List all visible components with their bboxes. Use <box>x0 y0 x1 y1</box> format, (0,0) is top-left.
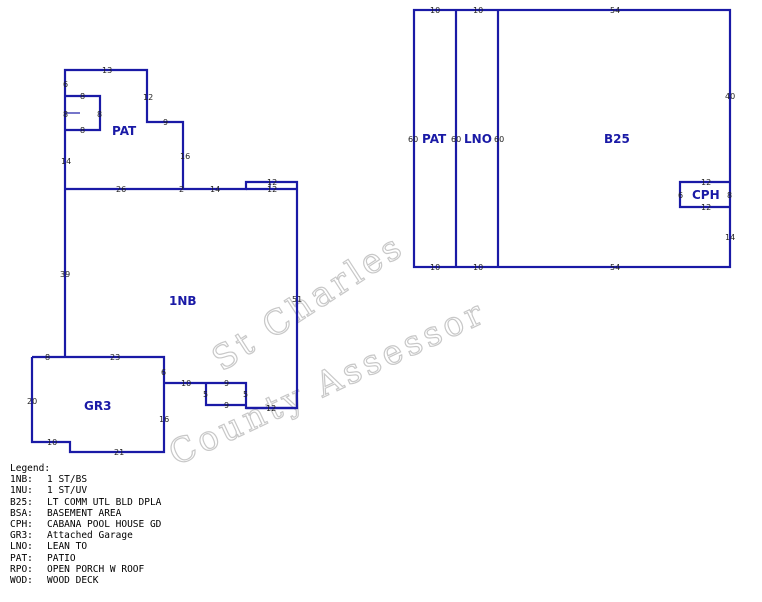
dim-label: 16 <box>180 152 190 161</box>
dim-label: 12 <box>267 178 277 187</box>
dim-label: 8 <box>80 92 85 101</box>
legend-code: LNO: <box>10 541 33 553</box>
gr3-outline <box>30 355 166 454</box>
legend-item: WOD: WOOD DECK <box>10 575 161 586</box>
dim-label: 6 <box>678 191 683 200</box>
legend-title: Legend: <box>10 463 51 474</box>
dim-label: 2 <box>179 185 184 194</box>
dim-label: 14 <box>210 185 220 194</box>
legend-code: B25: <box>10 496 33 508</box>
area-label-b25: B25 <box>604 132 630 146</box>
legend: Legend: 1NB: 1 ST/BS 1NU: 1 ST/UV B25: LT COM… <box>10 463 161 586</box>
dim-label: 8 <box>97 110 102 119</box>
legend-item: 1NB: 1 ST/BS <box>10 474 161 485</box>
area-label-pat-right: PAT <box>422 132 447 146</box>
legend-description: BASEMENT AREA <box>47 507 122 519</box>
dim-label: 16 <box>159 415 169 424</box>
dim-label: 20 <box>27 397 37 406</box>
dim-label: 12 <box>701 203 711 212</box>
legend-code: WOD: <box>10 575 33 587</box>
legend-description: CABANA POOL HOUSE GD <box>47 519 162 531</box>
legend-description: 1 ST/BS <box>47 474 88 486</box>
legend-description: 1 ST/UV <box>47 485 88 497</box>
legend-code: CPH: <box>10 519 33 531</box>
area-label-1nb: 1NB <box>169 294 197 308</box>
legend-code: GR3: <box>10 530 33 542</box>
legend-description: WOOD DECK <box>47 575 99 587</box>
dim-label: 21 <box>114 448 124 457</box>
legend-item: RPO: OPEN PORCH W ROOF <box>10 564 161 575</box>
dim-label: 54 <box>610 263 620 272</box>
dim-label: 39 <box>60 270 70 279</box>
cph-outline <box>678 180 730 209</box>
b25-outline <box>412 8 732 269</box>
dim-label: 6 <box>63 80 68 89</box>
legend-code: 1NU: <box>10 485 33 497</box>
dim-label: 14 <box>61 157 71 166</box>
dim-label: 23 <box>110 353 120 362</box>
dim-label: 60 <box>451 135 461 144</box>
dim-label: 60 <box>408 135 418 144</box>
legend-code: BSA: <box>10 507 33 519</box>
legend-item: B25: LT COMM UTL BLD DPLA <box>10 497 161 508</box>
legend-description: OPEN PORCH W ROOF <box>47 563 145 575</box>
dim-label: 10 <box>430 263 440 272</box>
legend-code: 1NB: <box>10 474 33 486</box>
legend-code: RPO: <box>10 563 33 575</box>
dim-label: 12 <box>267 185 277 194</box>
right-structure <box>412 8 732 269</box>
pat-left-notch <box>65 94 102 132</box>
dim-label: 10 <box>47 438 57 447</box>
area-label-lno: LNO <box>464 132 492 146</box>
dim-label: 8 <box>80 126 85 135</box>
dim-label: 8 <box>63 110 68 119</box>
dim-label: 54 <box>610 6 620 15</box>
dim-label: 14 <box>725 233 735 242</box>
legend-code: PAT: <box>10 552 33 564</box>
legend-description: PATIO <box>47 552 76 564</box>
dim-label: 8 <box>727 191 732 200</box>
dim-label: 12 <box>266 404 276 413</box>
pat-left-outline <box>63 68 185 189</box>
legend-description: LEAN TO <box>47 541 88 553</box>
dim-label: 5 <box>203 390 208 399</box>
watermark: St Charles County Assessor <box>162 225 493 475</box>
dim-label: 6 <box>161 368 166 377</box>
area-label-pat-left: PAT <box>112 124 137 138</box>
dim-label: 51 <box>292 295 302 304</box>
dim-label: 9 <box>224 379 229 388</box>
dim-label: 10 <box>181 379 191 388</box>
left-structure <box>30 68 299 454</box>
dim-label: 10 <box>473 6 483 15</box>
legend-item: 1NU: 1 ST/UV <box>10 485 161 496</box>
dim-label: 12 <box>143 93 153 102</box>
legend-description: LT COMM UTL BLD DPLA <box>47 496 162 508</box>
legend-item: LNO: LEAN TO <box>10 541 161 552</box>
dim-label: 26 <box>116 185 126 194</box>
dimension-labels: 13 6 8 8 8 8 12 9 16 14 26 2 14 12 12 39… <box>27 6 735 457</box>
dim-label: 9 <box>163 118 168 127</box>
area-label-cph: CPH <box>692 188 720 202</box>
gr3-extension-inner <box>204 383 246 407</box>
legend-description: Attached Garage <box>47 530 133 542</box>
dim-label: 9 <box>224 401 229 410</box>
dim-label: 5 <box>243 390 248 399</box>
legend-items: 1NB: 1 ST/BS 1NU: 1 ST/UV B25: LT COMM UTL BL… <box>10 474 161 586</box>
dim-label: 40 <box>725 92 735 101</box>
dim-label: 13 <box>102 66 112 75</box>
dim-label: 10 <box>430 6 440 15</box>
legend-item: PAT: PATIO <box>10 553 161 564</box>
dim-label: 12 <box>701 178 711 187</box>
legend-item: CPH: CABANA POOL HOUSE GD <box>10 519 161 530</box>
dim-label: 10 <box>473 263 483 272</box>
dim-label: 8 <box>45 353 50 362</box>
area-label-gr3: GR3 <box>84 399 111 413</box>
dim-label: 60 <box>494 135 504 144</box>
legend-item: GR3: Attached Garage <box>10 530 161 541</box>
legend-item: BSA: BASEMENT AREA <box>10 508 161 519</box>
